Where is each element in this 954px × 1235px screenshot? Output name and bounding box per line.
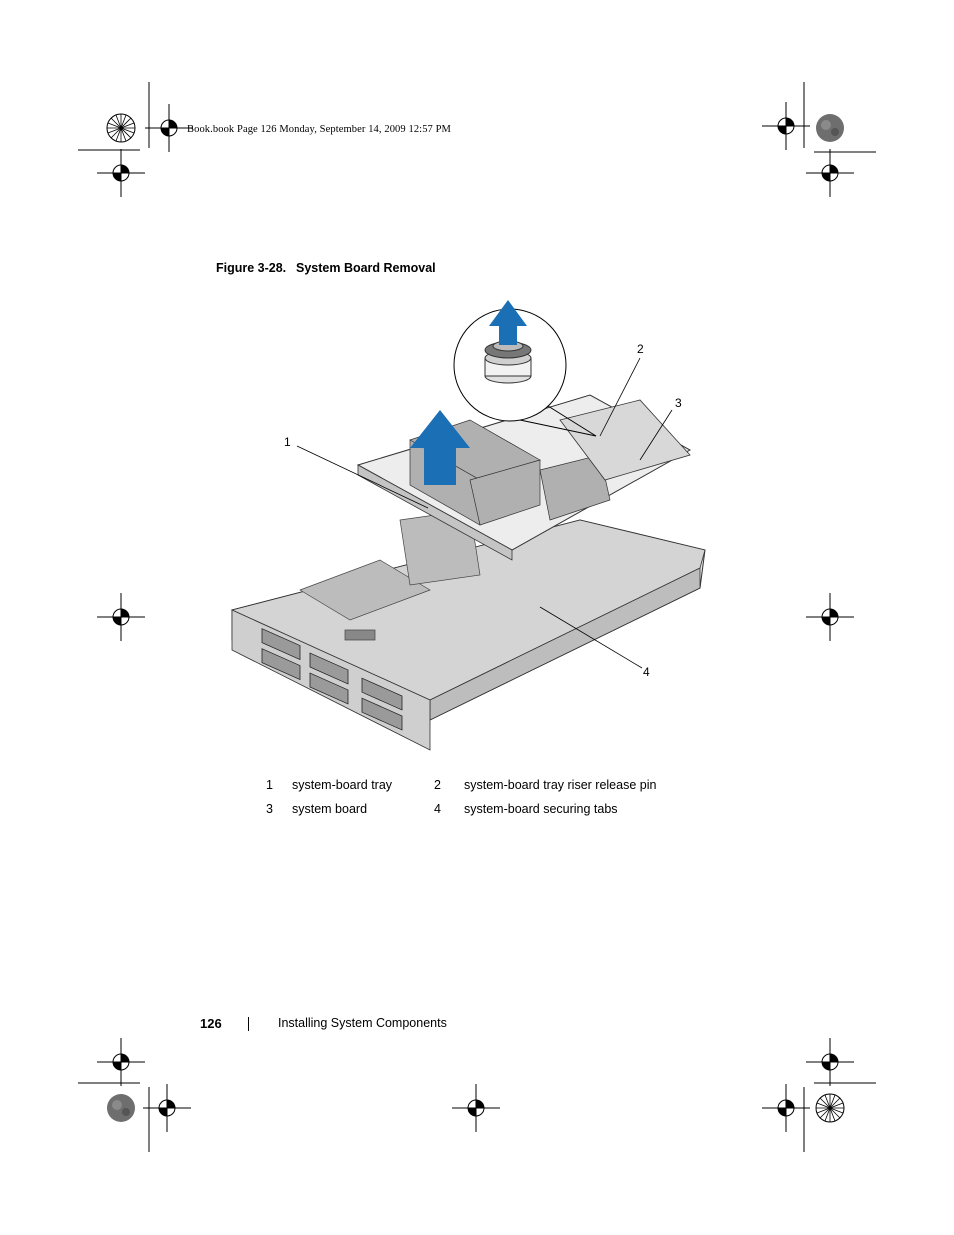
legend-row: 1 system-board tray 2 system-board tray … [266, 778, 656, 802]
legend-label: system-board tray riser release pin [464, 778, 657, 792]
riser-card [559, 399, 691, 481]
figure-caption: Figure 3-28. System Board Removal [216, 261, 436, 275]
legend-label: system-board securing tabs [464, 802, 618, 816]
callout-2: 2 [637, 342, 644, 356]
callout-legend: 1 system-board tray 2 system-board tray … [266, 778, 656, 826]
callout-3: 3 [675, 396, 682, 410]
print-header: Book.book Page 126 Monday, September 14,… [187, 124, 451, 135]
release-pin-inset [453, 308, 597, 437]
legend-label: system board [292, 802, 368, 816]
legend-row: 3 system board 4 system-board securing t… [266, 802, 656, 826]
legend-number: 1 [266, 778, 273, 792]
page-number: 126 [200, 1016, 222, 1031]
figure-title: System Board Removal [296, 261, 436, 275]
legend-label: system-board tray [292, 778, 393, 792]
figure-number: Figure 3-28. [216, 261, 287, 275]
callout-1: 1 [284, 435, 291, 449]
legend-number: 3 [266, 802, 273, 816]
drive-bays [261, 628, 403, 731]
legend-number: 2 [434, 778, 441, 792]
footer-divider [248, 1017, 249, 1031]
legend-number: 4 [434, 802, 441, 816]
callout-4: 4 [643, 665, 650, 679]
footer-section-title: Installing System Components [278, 1016, 447, 1030]
callout-leaders [296, 357, 673, 669]
lift-arrow-icon [410, 300, 527, 485]
